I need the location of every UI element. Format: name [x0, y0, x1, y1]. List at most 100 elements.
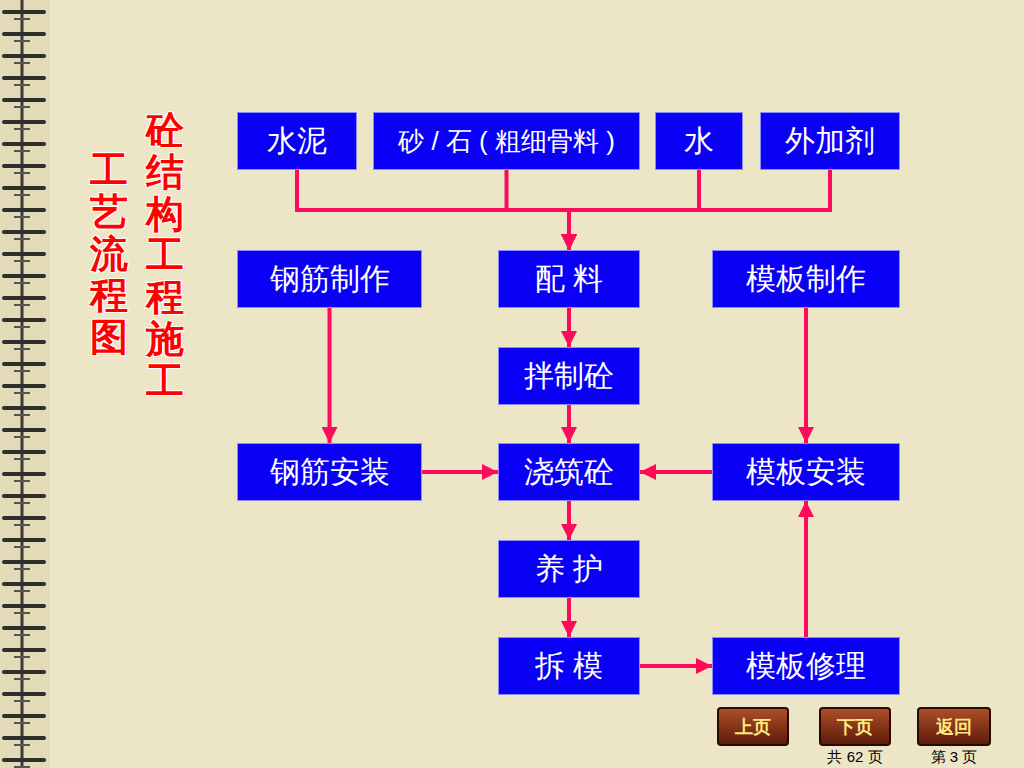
box-text: 水 — [684, 121, 714, 162]
flow-arrow — [804, 308, 808, 443]
flow-arrow — [328, 308, 332, 443]
binding-ring — [14, 370, 30, 372]
process-box: 养 护 — [498, 540, 640, 598]
box-text: 拆 模 — [535, 646, 603, 687]
process-box: 拆 模 — [498, 637, 640, 695]
binding-ring — [14, 678, 30, 680]
box-text: 模板安装 — [746, 452, 866, 493]
binding-ring — [14, 656, 30, 658]
box-text: 模板制作 — [746, 259, 866, 300]
box-text: 砂 / 石 ( 粗细骨料 ) — [398, 124, 615, 159]
binding-ring — [4, 274, 44, 278]
process-box: 配 料 — [498, 250, 640, 308]
binding-ring — [14, 634, 30, 636]
binding-ring — [4, 164, 44, 168]
binding-ring — [14, 524, 30, 526]
process-box: 水泥 — [237, 112, 357, 170]
process-box: 外加剂 — [760, 112, 900, 170]
flow-arrow — [567, 598, 571, 637]
box-text: 拌制砼 — [524, 356, 614, 397]
prev-button — [718, 708, 788, 745]
binding-ring — [14, 18, 30, 20]
binding-ring — [14, 546, 30, 548]
binding-ring — [14, 590, 30, 592]
binding-ring — [4, 76, 44, 80]
binding-ring — [4, 318, 44, 322]
binding-ring — [4, 384, 44, 388]
binding-ring — [4, 758, 44, 762]
binding-ring — [14, 172, 30, 174]
box-text: 浇筑砼 — [524, 452, 614, 493]
process-box: 钢筋安装 — [237, 443, 422, 501]
process-box: 水 — [655, 112, 743, 170]
binding-ring — [4, 670, 44, 674]
title: 砼结构工程施工 — [146, 110, 184, 403]
box-text: 水泥 — [267, 121, 327, 162]
binding-ring — [4, 340, 44, 344]
binding-ring — [14, 40, 30, 42]
binding-ring — [4, 208, 44, 212]
binding-ring — [14, 326, 30, 328]
binding-ring — [14, 84, 30, 86]
box-text: 钢筋制作 — [270, 259, 390, 300]
binding-ring — [4, 406, 44, 410]
binding-ring — [14, 414, 30, 416]
page-number: 第 3 页 — [915, 748, 993, 767]
binding-ring — [4, 98, 44, 102]
flow-arrow — [507, 170, 570, 250]
process-box: 模板制作 — [712, 250, 900, 308]
box-text: 外加剂 — [785, 121, 875, 162]
process-box: 模板安装 — [712, 443, 900, 501]
binding-ring — [4, 692, 44, 696]
binding-ring — [14, 238, 30, 240]
binding-ring — [14, 106, 30, 108]
page-count: 共 62 页 — [815, 748, 895, 767]
binding-ring — [14, 722, 30, 724]
box-text: 养 护 — [535, 549, 603, 590]
binding-ring — [14, 480, 30, 482]
binding-ring — [4, 428, 44, 432]
binding-ring — [14, 458, 30, 460]
flow-arrow — [640, 470, 712, 474]
binding-ring — [4, 626, 44, 630]
flow-arrow — [569, 170, 830, 250]
binding-ring — [14, 62, 30, 64]
flow-arrow — [297, 170, 569, 250]
binding-ring — [4, 230, 44, 234]
binding-ring — [14, 568, 30, 570]
binding-ring — [4, 472, 44, 476]
binding-ring — [14, 128, 30, 130]
binding-ring — [4, 736, 44, 740]
process-box: 模板修理 — [712, 637, 900, 695]
binding-ring — [14, 282, 30, 284]
binding-ring — [4, 142, 44, 146]
binding-ring — [4, 120, 44, 124]
binding-ring — [4, 252, 44, 256]
binding-ring — [4, 296, 44, 300]
binding-ring — [14, 700, 30, 702]
binding-ring — [4, 450, 44, 454]
binding-ring — [14, 436, 30, 438]
process-box: 钢筋制作 — [237, 250, 422, 308]
binding-ring — [14, 260, 30, 262]
binding-ring — [14, 348, 30, 350]
box-text: 配 料 — [535, 259, 603, 300]
button-label: 下页 — [820, 715, 890, 739]
binding-ring — [4, 648, 44, 652]
binding-ring — [4, 538, 44, 542]
process-box: 拌制砼 — [498, 347, 640, 405]
binding-strip — [0, 0, 50, 768]
box-text: 钢筋安装 — [270, 452, 390, 493]
binding-ring — [14, 744, 30, 746]
binding-ring — [4, 362, 44, 366]
binding-ring — [14, 216, 30, 218]
binding-ring — [14, 766, 30, 768]
button-label: 返回 — [918, 715, 990, 739]
process-box: 砂 / 石 ( 粗细骨料 ) — [373, 112, 640, 170]
spiral-binding — [4, 0, 44, 768]
binding-ring — [4, 32, 44, 36]
back-button — [918, 708, 990, 745]
binding-ring — [14, 392, 30, 394]
flow-arrow — [640, 664, 712, 668]
